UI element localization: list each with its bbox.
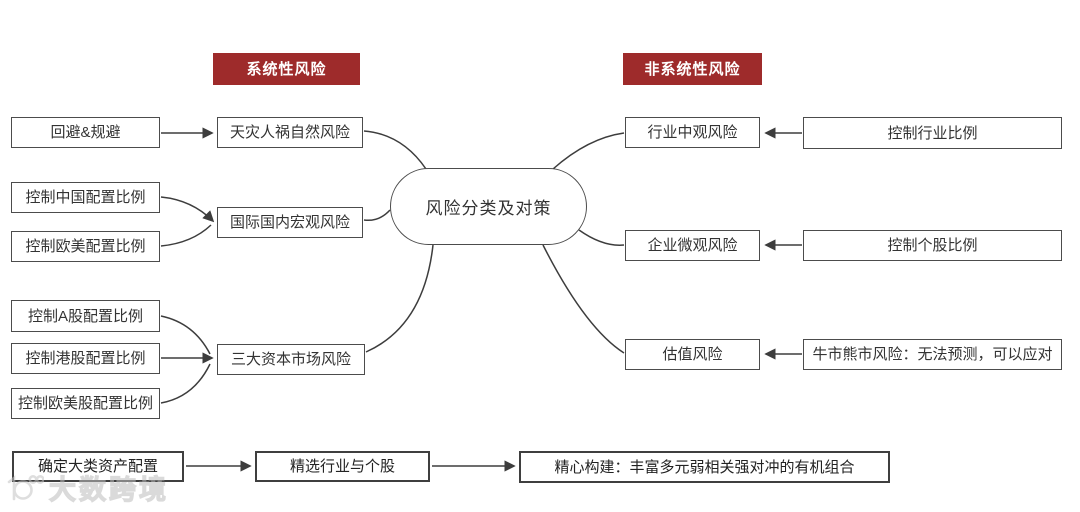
node-control-stock-ratio: 控制个股比例: [803, 230, 1062, 261]
link-center-valuation: [542, 244, 625, 354]
center-node-risk-classification: 风险分类及对策: [390, 168, 587, 245]
process-step-asset-allocation: 确定大类资产配置: [12, 451, 184, 482]
node-valuation-risk: 估值风险: [625, 339, 760, 370]
link-center-industry: [552, 132, 625, 170]
link-center-natural: [363, 130, 427, 170]
process-step-build-portfolio: 精心构建：丰富多元弱相关强对冲的有机组合: [519, 451, 890, 483]
node-control-china-allocation: 控制中国配置比例: [11, 182, 160, 213]
node-control-euus-allocation: 控制欧美配置比例: [11, 231, 160, 262]
header-systematic-risk: 系统性风险: [213, 53, 360, 85]
node-control-ashare-allocation: 控制A股配置比例: [11, 300, 160, 332]
node-control-industry-ratio: 控制行业比例: [803, 117, 1062, 149]
process-step-select-industry-stock: 精选行业与个股: [255, 451, 430, 482]
line-ashare-capital: [160, 315, 211, 355]
node-industry-meso-risk: 行业中观风险: [625, 117, 760, 148]
node-control-hkstock-allocation: 控制港股配置比例: [11, 343, 160, 374]
link-center-micro: [578, 229, 625, 246]
arrow-china-macro: [160, 196, 215, 223]
line-eustock-capital: [160, 363, 211, 404]
line-euus-macro: [160, 224, 212, 247]
link-center-macro: [363, 209, 391, 222]
node-control-euus-stock-allocation: 控制欧美股配置比例: [11, 388, 160, 419]
node-bull-bear-risk: 牛市熊市风险：无法预测，可以应对: [803, 339, 1062, 370]
node-natural-disaster-risk: 天灾人祸自然风险: [217, 117, 363, 148]
node-capital-market-risk: 三大资本市场风险: [217, 344, 365, 375]
node-enterprise-micro-risk: 企业微观风险: [625, 230, 760, 261]
link-center-capital: [365, 244, 434, 353]
node-avoid-evade: 回避&规避: [11, 117, 160, 148]
header-nonsystematic-risk: 非系统性风险: [623, 53, 762, 85]
node-macro-risk: 国际国内宏观风险: [217, 207, 363, 238]
